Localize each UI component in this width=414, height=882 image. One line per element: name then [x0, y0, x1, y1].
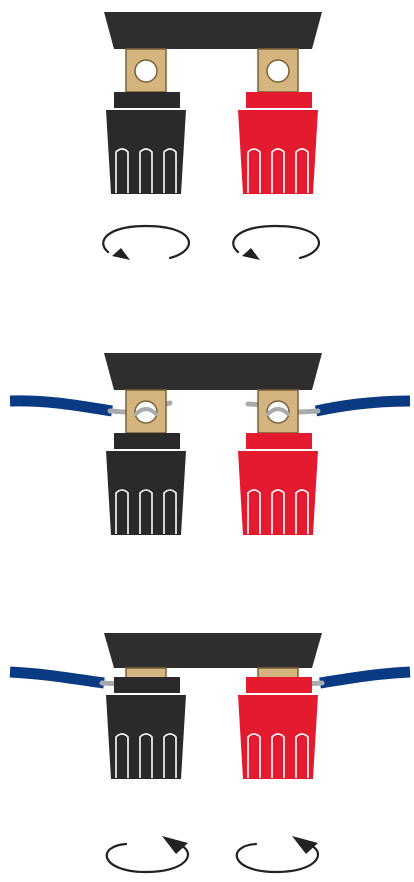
knob-body — [106, 695, 186, 779]
knob-grooves — [115, 733, 177, 778]
step-1 — [102, 12, 322, 260]
tighten-arrow-left — [105, 836, 189, 874]
step-3 — [9, 633, 411, 874]
knob-body — [106, 110, 186, 194]
red-wire — [303, 666, 411, 689]
black-terminal — [106, 667, 186, 779]
knob-collar — [246, 677, 312, 693]
post-hole — [266, 400, 290, 424]
knob-body — [106, 451, 186, 535]
post-hole — [134, 400, 158, 424]
knob-grooves — [115, 489, 177, 534]
post-stem — [125, 667, 167, 679]
mounting-plate — [104, 633, 322, 668]
black-terminal — [106, 48, 186, 194]
knob-grooves — [247, 489, 309, 534]
mounting-plate — [104, 353, 322, 390]
wire-through-hole — [266, 407, 290, 416]
post-hole — [134, 59, 158, 83]
red-terminal — [238, 667, 318, 779]
wire-through-hole — [134, 407, 158, 416]
knob-body — [238, 110, 318, 194]
knob-collar — [246, 92, 312, 108]
knob-collar — [114, 433, 180, 449]
knob-collar — [114, 92, 180, 108]
black-terminal — [106, 389, 186, 535]
knob-body — [238, 451, 318, 535]
knob-collar — [114, 677, 180, 693]
red-terminal — [238, 389, 318, 535]
post-hole — [266, 59, 290, 83]
knob-grooves — [247, 733, 309, 778]
black-wire — [9, 666, 121, 689]
loosen-arrow-left — [102, 224, 190, 260]
knob-collar — [246, 433, 312, 449]
mounting-plate — [104, 12, 322, 49]
knob-grooves — [115, 148, 177, 193]
knob-body — [238, 695, 318, 779]
step-2 — [9, 353, 411, 535]
tighten-arrow-right — [235, 836, 319, 874]
post-stem — [257, 667, 299, 679]
red-terminal — [238, 48, 318, 194]
knob-grooves — [247, 148, 309, 193]
loosen-arrow-right — [232, 224, 320, 260]
